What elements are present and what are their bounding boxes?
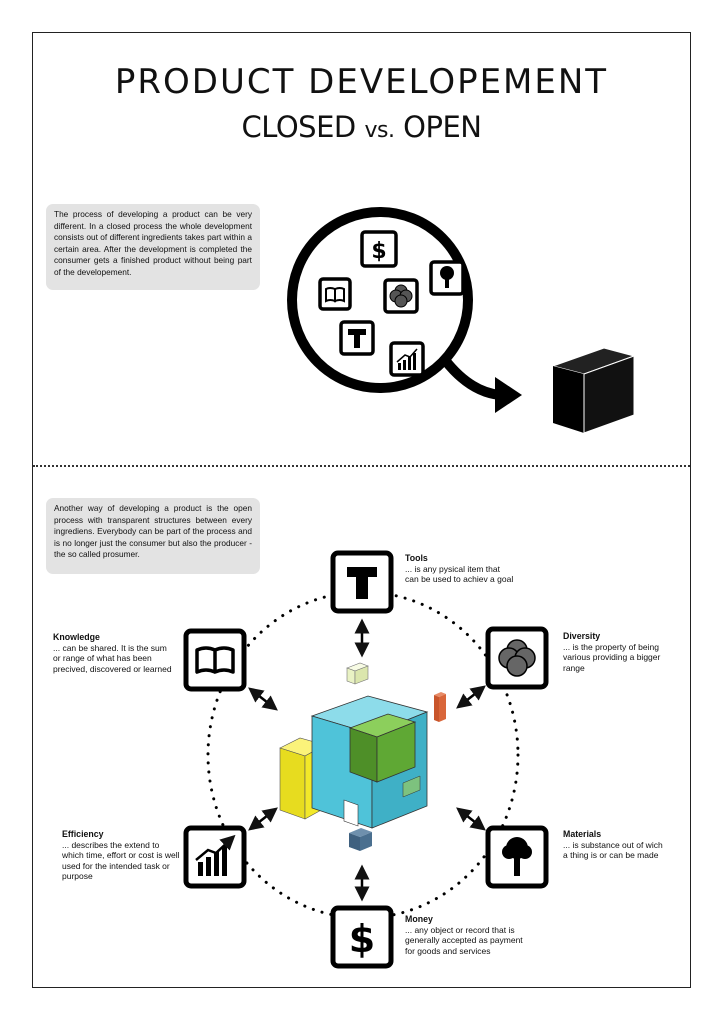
knowledge-description: ... can be shared. It is the sum or rang…: [53, 642, 172, 674]
efficiency-title: Efficiency: [62, 829, 104, 839]
diversity-description: ... is the property of being various pro…: [563, 641, 661, 673]
efficiency-chart-icon: [183, 825, 247, 889]
subtitle-vs: vs.: [364, 118, 395, 143]
dollar-icon: $: [360, 230, 398, 268]
diversity-title: Diversity: [563, 631, 601, 641]
money-title: Money: [405, 914, 433, 924]
tree-icon: [429, 260, 465, 296]
open-book-icon: [318, 277, 352, 311]
open-product-cube: [279, 695, 429, 829]
efficiency-description: ... describes the extend to which time, …: [62, 839, 180, 882]
knowledge-book-icon: [183, 628, 247, 692]
section-divider: [33, 465, 690, 467]
tools-title: Tools: [405, 553, 428, 563]
overlapping-circles-icon: [383, 278, 419, 314]
materials-description: ... is substance out of wich a thing is …: [563, 839, 663, 861]
money-description: ... any object or record that is general…: [405, 924, 523, 956]
materials-label: Materials ... is substance out of wich a…: [563, 829, 667, 861]
diversity-circles-icon: [485, 626, 549, 690]
efficiency-label: Efficiency ... describes the extend to w…: [62, 829, 180, 882]
svg-text:$: $: [349, 917, 375, 961]
blue-block: [349, 828, 372, 851]
hammer-icon: [339, 320, 375, 356]
open-process-note: Another way of developing a product is t…: [46, 498, 260, 574]
knowledge-title: Knowledge: [53, 632, 100, 642]
materials-tree-icon: [485, 825, 549, 889]
knowledge-label: Knowledge ... can be shared. It is the s…: [53, 632, 175, 674]
orange-block: [434, 692, 446, 722]
poster-subtitle: CLOSED vs. OPEN: [0, 110, 723, 144]
money-label: Money ... any object or record that is g…: [405, 914, 523, 956]
money-dollar-icon: $: [330, 905, 394, 969]
subtitle-closed: CLOSED: [241, 110, 356, 144]
pale-block: [346, 662, 369, 685]
closed-process-note: The process of developing a product can …: [46, 204, 260, 290]
diversity-label: Diversity ... is the property of being v…: [563, 631, 667, 673]
open-process-ring: [206, 590, 520, 920]
tools-description: ... is any pysical item that can be used…: [405, 563, 514, 585]
finished-product-cube: [551, 347, 636, 434]
tools-hammer-icon: [330, 550, 394, 614]
subtitle-open: OPEN: [403, 110, 482, 144]
connection-arrows: [248, 618, 486, 902]
growth-chart-icon: [389, 341, 425, 377]
poster-title: PRODUCT DEVELOPEMENT: [114, 62, 609, 102]
poster-frame: [32, 32, 691, 988]
svg-text:$: $: [371, 239, 386, 264]
closed-process-circle: [287, 207, 522, 413]
materials-title: Materials: [563, 829, 602, 839]
tools-label: Tools ... is any pysical item that can b…: [405, 553, 515, 585]
